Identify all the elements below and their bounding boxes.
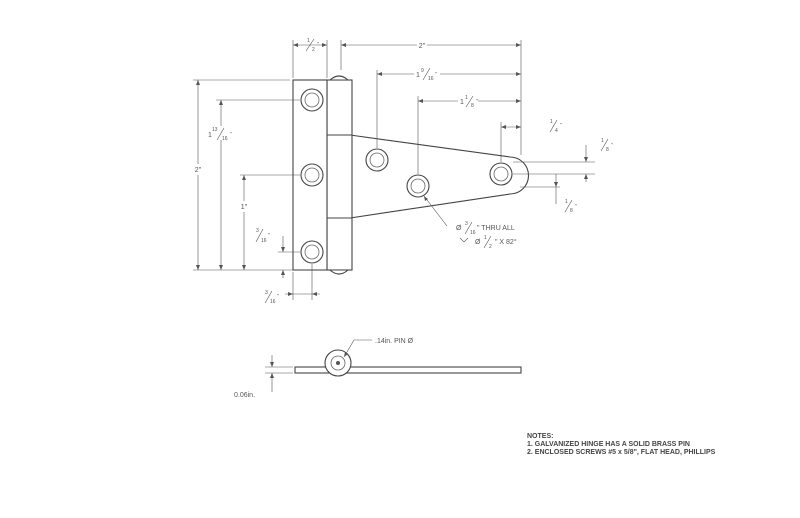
svg-text:1: 1 (460, 99, 464, 106)
svg-text:" THRU ALL: " THRU ALL (477, 225, 515, 232)
svg-text:": " (560, 123, 562, 129)
svg-text:8: 8 (570, 208, 573, 214)
svg-text:1: 1 (465, 95, 468, 101)
svg-text:16: 16 (470, 230, 476, 236)
svg-text:13: 13 (212, 127, 218, 133)
svg-text:3: 3 (265, 290, 268, 296)
strap-hole-3 (489, 162, 513, 186)
svg-text:": " (611, 143, 613, 149)
svg-text:1: 1 (550, 119, 553, 125)
svg-text:3: 3 (256, 228, 259, 234)
hinge-strap (349, 134, 529, 219)
countersink-symbol (459, 237, 469, 243)
strap-hole-2-countersink (410, 178, 426, 194)
svg-text:16: 16 (261, 238, 267, 244)
hinge-side-view: .14in. PIN Ø 0.06in. (234, 338, 522, 399)
strap-hole-2 (406, 174, 430, 198)
note-item-1: 1. GALVANIZED HINGE HAS A SOLID BRASS PI… (527, 441, 690, 448)
pin-label: .14in. PIN Ø (375, 338, 414, 345)
side-view-pin (330, 355, 346, 371)
svg-text:": " (268, 233, 270, 239)
dim-label-two-top-text: 2" (419, 43, 426, 50)
svg-text:Ø: Ø (456, 225, 462, 232)
svg-text:1: 1 (307, 38, 310, 44)
svg-text:1: 1 (416, 72, 420, 79)
plate-hole-middle (300, 163, 324, 187)
svg-text:2: 2 (312, 47, 315, 53)
svg-text:4: 4 (555, 128, 558, 134)
hinge-knuckle (326, 79, 353, 271)
notes-heading: NOTES: (527, 433, 553, 440)
dim-label-quarter: 1 4 " (549, 119, 562, 134)
dim-label-two-top: 2" (419, 43, 426, 50)
dim-label-two-left: 2" (195, 167, 202, 174)
plate-hole-top-countersink (304, 92, 320, 108)
svg-text:8: 8 (606, 147, 609, 153)
side-view-leaf (294, 366, 522, 374)
svg-text:3: 3 (465, 221, 468, 227)
hinge-front-view (292, 75, 529, 275)
svg-text:": " (575, 204, 577, 210)
svg-text:1: 1 (484, 235, 487, 241)
pin-cap-bottom (328, 269, 350, 275)
side-view-pin-center (336, 361, 340, 365)
svg-text:9: 9 (421, 68, 424, 74)
svg-text:16: 16 (270, 299, 276, 305)
dim-label-eighth-right: 1 8 " (600, 138, 613, 153)
svg-text:" X 82°: " X 82° (495, 238, 517, 246)
dim-label-one-nine-sixteenths: 1 9 16 " (414, 66, 440, 82)
dimension-labels: 1 2 " 2" 2" 1 9 16 " 1 1 8 " 1 (193, 38, 613, 305)
plate-hole-top (300, 88, 324, 112)
thickness-label: 0.06in. (234, 392, 255, 399)
svg-text:": " (476, 99, 478, 105)
dim-label-one: 1" (241, 204, 248, 211)
plate-hole-bottom-countersink (304, 244, 320, 260)
strap-hole-1 (365, 148, 389, 172)
plate-hole-bottom (300, 240, 324, 264)
dim-label-one-thirteen-sixteenths: 1 13 16 " (207, 126, 235, 142)
note-item-2: 2. ENCLOSED SCREWS #5 x 5/8", FLAT HEAD,… (527, 449, 716, 456)
svg-text:": " (317, 42, 319, 48)
svg-text:": " (435, 72, 437, 78)
svg-text:": " (230, 132, 232, 138)
svg-text:": " (277, 294, 279, 300)
svg-text:2: 2 (489, 244, 492, 250)
dim-label-half: 1 2 " (305, 38, 319, 53)
plate-hole-middle-countersink (304, 167, 320, 183)
dim-label-one-one-eighth: 1 1 8 " (458, 94, 478, 109)
svg-text:16: 16 (428, 76, 434, 82)
svg-text:Ø: Ø (475, 239, 481, 246)
svg-text:1: 1 (565, 199, 568, 205)
svg-text:16: 16 (222, 136, 228, 142)
strap-hole-1-countersink (369, 152, 385, 168)
hole-callout: Ø 3 16 " THRU ALL Ø 1 2 " X 82° (456, 221, 517, 250)
svg-text:8: 8 (471, 103, 474, 109)
notes-block: NOTES: 1. GALVANIZED HINGE HAS A SOLID B… (527, 433, 716, 456)
strap-hole-3-countersink (493, 166, 509, 182)
dim-label-three-sixteenths-bottom: 3 16 " (264, 290, 279, 305)
pin-cap-top (328, 75, 350, 81)
dim-label-three-sixteenths-left: 3 16 " (255, 228, 270, 244)
svg-text:1: 1 (208, 132, 212, 139)
dim-label-eighth-below: 1 8 " (564, 199, 577, 214)
svg-text:1: 1 (601, 138, 604, 144)
